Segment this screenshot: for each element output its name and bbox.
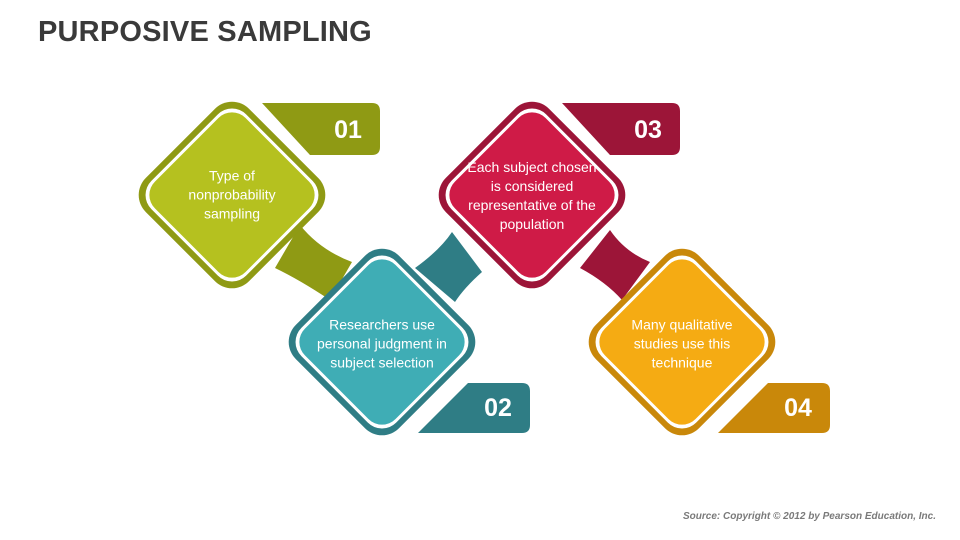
source-citation: Source: Copyright © 2012 by Pearson Educ… bbox=[683, 511, 936, 522]
step-02-number: 02 bbox=[484, 394, 512, 422]
step-02-text: Researchers use personal judgment in sub… bbox=[317, 316, 447, 371]
step-01-text: Type of nonprobability sampling bbox=[188, 167, 276, 222]
tab-02-shape bbox=[418, 383, 530, 433]
step-03-diamond bbox=[438, 101, 626, 289]
step-04-number: 04 bbox=[784, 394, 812, 422]
step-03-text: Each subject chosen is considered repres… bbox=[467, 159, 597, 232]
connector-03-04 bbox=[580, 230, 650, 300]
tab-04-shape bbox=[718, 383, 830, 433]
step-03-number: 03 bbox=[634, 116, 662, 144]
step-04-text: Many qualitative studies use this techni… bbox=[631, 316, 733, 371]
step-04-diamond bbox=[588, 248, 776, 436]
step-01-number: 01 bbox=[334, 116, 362, 144]
connector-01-02 bbox=[275, 225, 352, 300]
step-02-diamond bbox=[288, 248, 476, 436]
connector-02-03 bbox=[415, 232, 482, 302]
page-title: PURPOSIVE SAMPLING bbox=[38, 16, 372, 48]
tab-01-shape bbox=[262, 103, 380, 155]
tab-03-shape bbox=[562, 103, 680, 155]
step-01-diamond bbox=[138, 101, 326, 289]
